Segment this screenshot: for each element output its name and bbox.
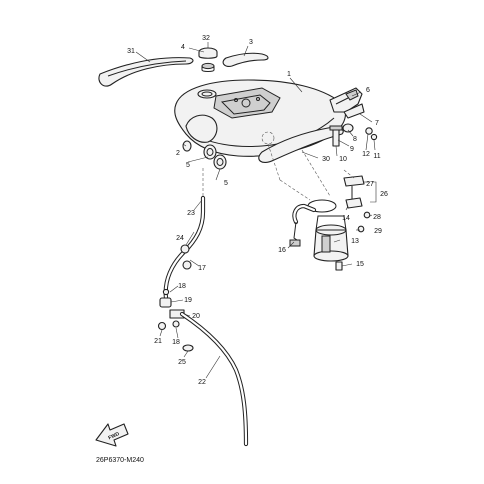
callout-27: 27 xyxy=(366,181,374,188)
diagram-code: 26P6370-M240 xyxy=(96,457,144,464)
callout-11: 11 xyxy=(373,153,380,160)
mount-bolt-9 xyxy=(329,125,343,147)
callout-7: 7 xyxy=(375,120,379,127)
clip-18a xyxy=(162,288,170,296)
callout-29: 29 xyxy=(374,228,382,235)
assembly-guides xyxy=(202,143,355,201)
callout-18b: 18 xyxy=(172,339,180,346)
callout-9: 9 xyxy=(350,146,354,153)
callout-4: 4 xyxy=(181,44,185,51)
callout-28: 28 xyxy=(373,214,381,221)
callout-2: 2 xyxy=(176,150,180,157)
clamp-25 xyxy=(182,344,194,352)
callout-22: 22 xyxy=(198,379,206,386)
callout-5a: 5 xyxy=(186,162,190,169)
emblem-3 xyxy=(222,52,269,67)
callout-23: 23 xyxy=(187,210,195,217)
chrome-strip-31 xyxy=(98,57,194,87)
callout-16: 16 xyxy=(278,247,286,254)
callout-25: 25 xyxy=(178,359,186,366)
callout-3: 3 xyxy=(249,39,253,46)
sender-bracket-27 xyxy=(343,175,365,209)
joint-19 xyxy=(159,297,172,308)
callout-26: 26 xyxy=(380,191,388,198)
clip-24b xyxy=(182,260,192,270)
callout-12: 12 xyxy=(362,151,370,158)
callout-17: 17 xyxy=(198,265,206,272)
callout-31: 31 xyxy=(127,48,135,55)
clip-21 xyxy=(157,321,167,331)
side-cover-strip xyxy=(258,126,344,163)
grommet-2 xyxy=(182,140,192,152)
fuel-cap xyxy=(198,47,218,72)
nut-29 xyxy=(357,225,365,233)
bolt-15 xyxy=(335,261,343,271)
callouts: 1 2 3 4 5 5 6 7 8 9 10 11 12 13 14 15 16… xyxy=(127,35,388,386)
callout-20: 20 xyxy=(192,313,200,320)
callout-30: 30 xyxy=(322,156,330,163)
fuel-pump-13 xyxy=(313,215,349,262)
leader-lines xyxy=(135,42,377,379)
damper-8 xyxy=(342,123,354,133)
forward-arrow-icon: FWD xyxy=(95,423,129,447)
fuel-tank xyxy=(174,79,346,157)
callout-21: 21 xyxy=(154,338,162,345)
fuel-pipe-16 xyxy=(289,203,317,247)
callout-32: 32 xyxy=(202,35,210,42)
tank-bracket xyxy=(329,87,365,119)
forward-label: FWD xyxy=(108,431,121,441)
callout-1: 1 xyxy=(287,71,291,78)
clip-24a xyxy=(180,244,190,254)
callout-14: 14 xyxy=(342,215,350,222)
callout-6: 6 xyxy=(366,87,370,94)
callout-10: 10 xyxy=(339,156,347,163)
grommet-5a xyxy=(203,144,217,160)
bolt-11 xyxy=(370,133,378,141)
callout-8: 8 xyxy=(353,136,357,143)
callout-15: 15 xyxy=(356,261,364,268)
nut-28 xyxy=(363,211,371,219)
collar-12 xyxy=(365,127,373,135)
callout-13: 13 xyxy=(351,238,359,245)
callout-5b: 5 xyxy=(224,180,228,187)
callout-18a: 18 xyxy=(178,283,186,290)
drain-hose-22 xyxy=(179,311,249,447)
callout-24: 24 xyxy=(176,235,184,242)
grommet-5b xyxy=(213,154,227,170)
callout-19: 19 xyxy=(184,297,192,304)
clip-18b xyxy=(172,320,180,328)
fitting-20 xyxy=(169,309,185,319)
